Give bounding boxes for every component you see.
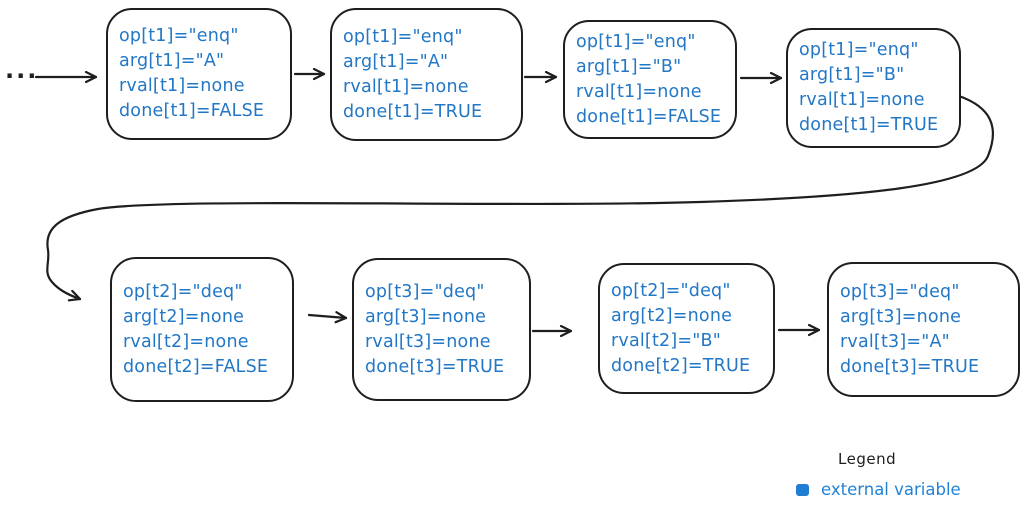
- history-ellipsis: ...: [5, 56, 39, 84]
- state-node-7: op[t2]="deq" arg[t2]=none rval[t2]="B" d…: [598, 263, 775, 394]
- legend-item-label: external variable: [821, 480, 961, 499]
- state-node-3: op[t1]="enq" arg[t1]="B" rval[t1]=none d…: [563, 20, 737, 139]
- state-line: arg[t1]="A": [119, 51, 225, 71]
- state-line: done[t3]=TRUE: [840, 356, 980, 377]
- legend: Legend external variable: [796, 450, 1016, 499]
- state-line: arg[t1]="B": [576, 56, 682, 77]
- legend-item: external variable: [796, 480, 1016, 499]
- arrow-state-5-to-6: [307, 315, 348, 318]
- state-line: arg[t3]=none: [840, 306, 962, 327]
- state-line: done[t1]=TRUE: [343, 101, 483, 122]
- state-node-1: op[t1]="enq" arg[t1]="A" rval[t1]=none d…: [106, 8, 292, 140]
- external-variable-swatch-icon: [796, 483, 809, 496]
- arrow-wrap-state-4-to-5: [46, 94, 994, 299]
- state-line: arg[t2]=none: [123, 306, 245, 327]
- state-line: done[t3]=TRUE: [365, 356, 505, 377]
- state-line: op[t1]="enq": [799, 40, 919, 60]
- state-line: rval[t3]="A": [840, 331, 950, 352]
- state-line: done[t2]=FALSE: [123, 356, 269, 377]
- state-line: op[t1]="enq": [576, 31, 696, 52]
- state-line: rval[t1]=none: [343, 76, 469, 97]
- state-line: op[t3]="deq": [840, 281, 960, 302]
- state-line: rval[t2]=none: [123, 331, 249, 352]
- state-line: rval[t1]=none: [576, 81, 702, 102]
- state-node-2: op[t1]="enq" arg[t1]="A" rval[t1]=none d…: [330, 8, 523, 141]
- state-line: done[t1]=FALSE: [119, 101, 265, 121]
- state-line: rval[t2]="B": [611, 330, 721, 351]
- state-node-6: op[t3]="deq" arg[t3]=none rval[t3]=none …: [352, 258, 531, 401]
- state-line: op[t2]="deq": [123, 281, 243, 302]
- state-line: rval[t1]=none: [119, 76, 245, 96]
- state-line: done[t1]=FALSE: [576, 106, 722, 127]
- state-line: done[t2]=TRUE: [611, 355, 751, 376]
- state-line: rval[t3]=none: [365, 331, 491, 352]
- state-line: arg[t2]=none: [611, 305, 733, 326]
- state-line: op[t1]="enq": [119, 26, 239, 46]
- state-line: done[t1]=TRUE: [799, 115, 939, 135]
- state-line: rval[t1]=none: [799, 90, 925, 110]
- state-line: op[t1]="enq": [343, 26, 463, 47]
- state-line: op[t2]="deq": [611, 280, 731, 301]
- state-node-8: op[t3]="deq" arg[t3]=none rval[t3]="A" d…: [827, 262, 1020, 397]
- state-node-5: op[t2]="deq" arg[t2]=none rval[t2]=none …: [110, 257, 294, 402]
- state-node-4: op[t1]="enq" arg[t1]="B" rval[t1]=none d…: [786, 28, 961, 148]
- state-line: arg[t3]=none: [365, 306, 487, 327]
- state-line: arg[t1]="A": [343, 51, 449, 72]
- state-line: op[t3]="deq": [365, 281, 485, 302]
- legend-title: Legend: [838, 450, 897, 468]
- state-line: arg[t1]="B": [799, 65, 905, 85]
